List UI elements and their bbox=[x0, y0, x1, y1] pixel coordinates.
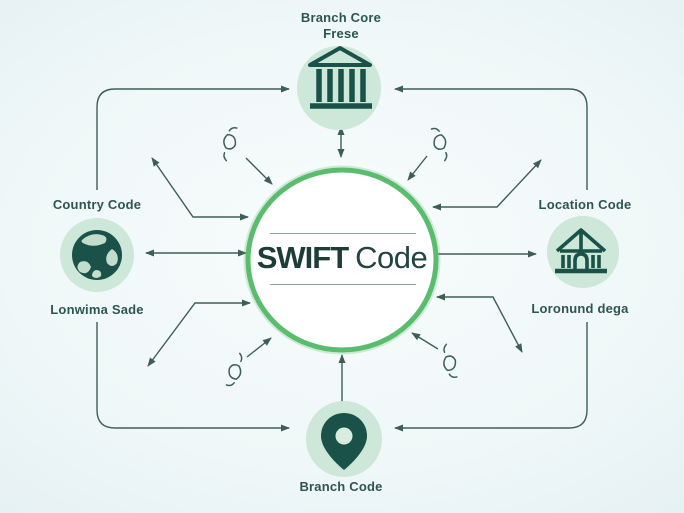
right-node-title: Location Code bbox=[538, 197, 632, 212]
frame-bottom-left-line bbox=[96, 322, 290, 432]
node-building bbox=[547, 216, 619, 288]
top-node-label-line2: Frese bbox=[323, 26, 359, 41]
left-node-title: Country Code bbox=[52, 197, 142, 212]
satellite-doodle-icon bbox=[435, 343, 467, 380]
node-bank bbox=[297, 46, 381, 130]
top-node-label-line1: Branch Core bbox=[300, 10, 382, 25]
top-right-diagonal-arrow bbox=[407, 155, 428, 181]
node-globe bbox=[60, 218, 134, 292]
center-title-primary: SWIFT bbox=[256, 240, 349, 275]
satellite-doodle-icon bbox=[423, 126, 454, 162]
doodle-arrows bbox=[215, 125, 467, 388]
node-pin bbox=[306, 401, 382, 477]
bottom-right-bent-arrow bbox=[436, 293, 523, 353]
satellite-doodle-icon bbox=[215, 125, 247, 162]
bottom-left-diagonal-arrow bbox=[246, 337, 272, 358]
center-title-secondary: Code bbox=[355, 240, 428, 275]
globe-icon bbox=[72, 230, 122, 280]
bent-connectors bbox=[147, 157, 542, 367]
frame-top-right-line bbox=[394, 85, 588, 190]
top-right-bent-arrow bbox=[432, 159, 542, 211]
top-left-diagonal-arrow bbox=[245, 157, 273, 185]
center-node bbox=[243, 165, 441, 355]
bottom-right-diagonal-arrow bbox=[411, 332, 439, 350]
bank-icon bbox=[308, 46, 372, 109]
building-icon bbox=[555, 228, 607, 274]
frame-bottom-right-line bbox=[394, 322, 588, 432]
frame-top-left-line bbox=[96, 85, 290, 190]
top-left-bent-arrow bbox=[151, 157, 249, 221]
location-pin-icon bbox=[321, 413, 367, 470]
bottom-left-bent-arrow bbox=[147, 299, 251, 367]
frame-connectors bbox=[96, 85, 588, 432]
bottom-node-label: Branch Code bbox=[299, 479, 383, 494]
center-connectors bbox=[145, 126, 537, 403]
top-node-label: Branch Core Frese bbox=[251, 10, 431, 42]
center-circle bbox=[245, 167, 439, 353]
satellite-doodle-icon bbox=[218, 352, 249, 388]
left-node-subtitle: Lonwima Sade bbox=[50, 302, 144, 317]
right-node-subtitle: Loronund dega bbox=[531, 301, 629, 316]
